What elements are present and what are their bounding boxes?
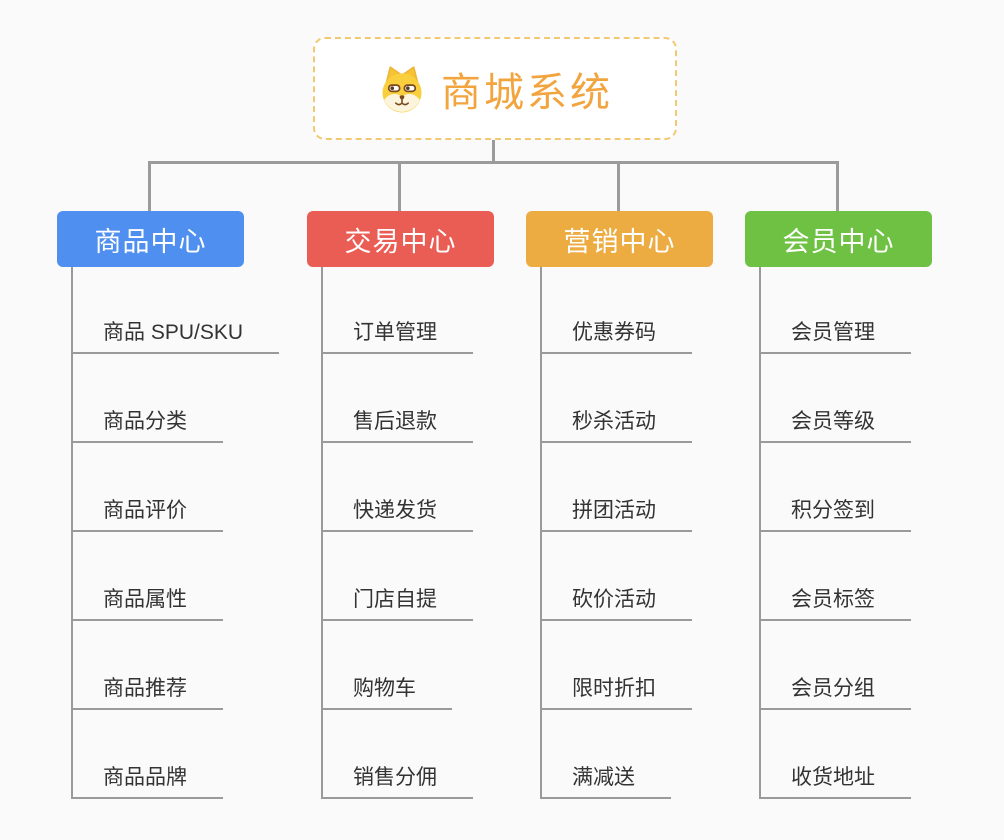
tree-item[interactable]: 砍价活动	[542, 532, 692, 621]
tree-item[interactable]: 会员等级	[761, 354, 911, 443]
tree-item[interactable]: 会员管理	[761, 267, 911, 354]
tree-item[interactable]: 积分签到	[761, 443, 911, 532]
column-member-items: 会员管理 会员等级 积分签到 会员标签 会员分组 收货地址	[759, 267, 911, 799]
connector-root-stub	[492, 140, 495, 161]
tree-item[interactable]: 订单管理	[323, 267, 473, 354]
tree-item[interactable]: 优惠券码	[542, 267, 692, 354]
tree-item[interactable]: 限时折扣	[542, 621, 692, 710]
tree-item[interactable]: 会员标签	[761, 532, 911, 621]
column-trade-items: 订单管理 售后退款 快递发货 门店自提 购物车 销售分佣	[321, 267, 473, 799]
column-product-items: 商品 SPU/SKU 商品分类 商品评价 商品属性 商品推荐 商品品牌	[71, 267, 280, 799]
tree-item[interactable]: 购物车	[323, 621, 452, 710]
tree-item[interactable]: 商品分类	[73, 354, 223, 443]
branch-box-product-center[interactable]: 商品中心	[57, 211, 244, 267]
connector-branch-stub	[398, 164, 401, 211]
branch-box-marketing-center[interactable]: 营销中心	[526, 211, 713, 267]
root-node[interactable]: 商城系统	[313, 37, 677, 140]
tree-item[interactable]: 快递发货	[323, 443, 473, 532]
tree-item[interactable]: 门店自提	[323, 532, 473, 621]
connector-branch-stub	[148, 164, 151, 211]
tree-item[interactable]: 会员分组	[761, 621, 911, 710]
branch-box-member-center[interactable]: 会员中心	[745, 211, 932, 267]
tree-item[interactable]: 收货地址	[761, 710, 911, 799]
tree-item[interactable]: 满减送	[542, 710, 671, 799]
tree-item[interactable]: 秒杀活动	[542, 354, 692, 443]
tree-item[interactable]: 商品推荐	[73, 621, 223, 710]
connector-horizontal-line	[148, 161, 839, 164]
tree-item[interactable]: 商品属性	[73, 532, 223, 621]
connector-branch-stub	[836, 164, 839, 211]
root-title: 商城系统	[441, 70, 613, 115]
tree-item[interactable]: 商品 SPU/SKU	[73, 267, 280, 354]
column-marketing-items: 优惠券码 秒杀活动 拼团活动 砍价活动 限时折扣 满减送	[540, 267, 692, 799]
tree-item[interactable]: 商品品牌	[73, 710, 223, 799]
tree-item[interactable]: 商品评价	[73, 443, 223, 532]
branch-box-trade-center[interactable]: 交易中心	[307, 211, 494, 267]
tree-item[interactable]: 售后退款	[323, 354, 473, 443]
tree-item[interactable]: 销售分佣	[323, 710, 473, 799]
connector-branch-stub	[617, 164, 620, 211]
dog-face-icon	[382, 65, 422, 112]
tree-item[interactable]: 拼团活动	[542, 443, 692, 532]
